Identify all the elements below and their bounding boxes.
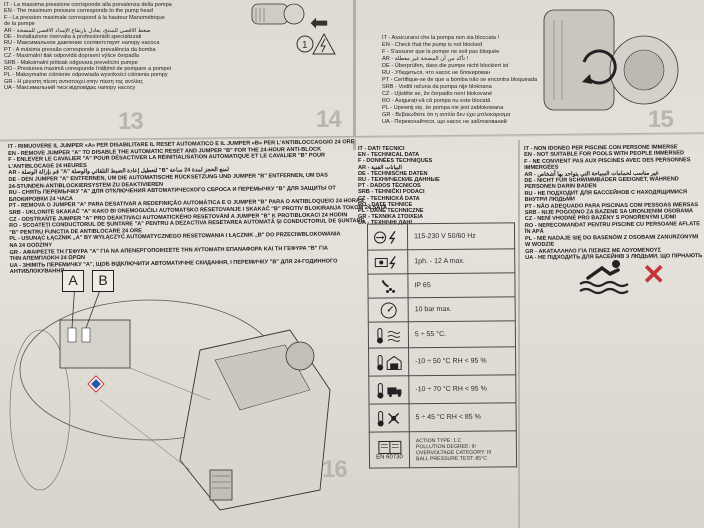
protection-value: IP 65 [407,272,516,298]
text-line: F - DONNÉES TECHNIQUES [358,158,433,165]
text-line: PL - Maksymalne ciśnienie odpowiada wyso… [4,72,168,79]
text-line: SRB - Voditi računa da pumpa nije blokir… [382,84,492,90]
text-line: PT - DADOS TÉCNICOS [358,183,421,190]
ambient-temp-value: -10 ÷ 50 °C RH < 95 % [408,346,516,376]
panel-16-text: IT - RIMUOVERE IL JUMPER «A» PER DISABIL… [8,139,387,276]
pressure-value: 10 bar max. [408,296,516,322]
panel-number: 15 [648,106,674,133]
text-line: GR - Η μέγιστη πίεση αντιστοιχεί στην πί… [4,78,144,85]
text-line: PT - Certifique-se de que a bomba não se… [382,77,538,83]
svg-text:1: 1 [302,40,308,51]
text-line: F - S'assurer que la pompe ne soit pas b… [382,49,500,55]
panel-15: IT - Assicurarsi che la pompa non sia bl… [356,0,704,140]
text-line: IT - DATI TECNICI [358,146,405,152]
action-line: BALL PRESSURE TEST: 85°C [415,455,487,462]
tech-data-table: 115-230 V 50/60 Hz 1ph. - 12 A max. IP 6… [367,222,517,469]
operating-temp-value: 5 ÷ 45 °C RH < 85 % [409,402,517,432]
pool-warning-text: IT - NON IDONEO PER PISCINE CON PERSONE … [524,144,704,261]
text-line: F - La pression maximale correspond à la… [4,14,165,21]
table-row: 1ph. - 12 A max. [367,248,515,275]
text-line: de la pompe [4,21,35,28]
text-line: EN - Check that the pump is not blocked [382,42,483,48]
table-row: -10 ÷ 50 °C RH < 95 % [368,346,516,377]
jumper-label-a: A [62,270,84,292]
text-line: AR - ضغط الأقصى للمنتج، يعادل بارتفاع ال… [4,27,151,34]
transport-temp-value: -10 ÷ 70 °C RH < 95 % [408,374,517,404]
panel-13-text: IT - La massima pressione corrisponde al… [4,2,244,92]
text-line: PL - DANE TECHNICZNE [358,208,424,215]
text-line: DE - TECHNISCHE DATEN [358,170,428,177]
swimmer-icon [579,260,629,295]
text-line: CZ - Ujistěte se, že čerpadlo není bloko… [382,91,493,97]
text-line: AR - تأكد من أن المضخة غير معطلة ! [382,56,469,62]
jumper-diagram: A B 16 [0,260,352,528]
table-row: 5 ÷ 55 °C. [368,320,516,349]
fold-line [518,140,520,528]
text-line: CZ - TECHNICKÁ DATA [358,195,420,202]
transport-truck-icon [376,382,401,399]
text-line: UA - Максимальний тиск відповідає напору… [4,85,136,92]
text-line: RU - Убедиться, что насос не блокирован [382,70,491,76]
text-line: SRB - TEHNIČKI PODACI [358,189,425,196]
text-line: IT - Assicurarsi che la pompa non sia bl… [382,35,500,41]
text-line: PT - A máxima pressão corresponde à prev… [4,46,156,53]
current-value: 1ph. - 12 A max. [407,248,515,274]
fold-line [353,0,356,150]
water-protection-icon [381,279,395,293]
table-row: -10 ÷ 70 °C RH < 95 % [368,374,517,405]
text-line: RO - Asigurați-vă că pompa nu este bloca… [382,98,491,104]
jumper-label-b: B [92,270,114,292]
text-line: UA - ТЕХНІЧНІ ДАНІ [358,220,413,227]
controller-board-illustration [9,281,331,511]
ambient-storage-icon [376,354,402,371]
text-line: RO - Presiunea maximă corespunde înălțim… [4,66,171,73]
text-line: IT - La massima pressione corrisponde al… [4,2,172,8]
panel-number: 14 [316,106,342,133]
panel-number: 13 [118,108,144,135]
pump-rotation-illustration [543,9,679,111]
text-line: SRB - Maksimalni pritisak odgovara preve… [4,59,138,66]
text-line: RO - DATE TEHNICE [358,201,413,208]
text-line: EN - The maximum pressure corresponds to… [4,8,153,15]
standard-label: EN 60730 [376,453,403,461]
panel-number: 16 [322,456,348,483]
text-line: PL - Upewnij się, że pompa nie jest zabl… [382,105,504,111]
text-line: CZ - Maximální tlak odpovídá dopravní vý… [4,53,139,60]
text-line: GR - Βεβαιωθείτε ότι η αντλία δεν έχει μ… [382,112,511,118]
water-temp-value: 5 ÷ 55 °C. [408,320,516,348]
text-line: DE - Installazione riservata a professio… [4,34,142,41]
text-line: GR - ΤΕΧΝΙΚΑ ΣΤΟΙΧΕΙΑ [358,214,424,221]
text-line: UA - Переконайтеся, що насос не заблоков… [382,119,507,125]
panel-13-14: IT - La massima pressione corrisponde al… [0,0,352,138]
power-value: 115-230 V 50/60 Hz [407,222,515,250]
brand-logo-icon [87,375,105,393]
table-row: IP 65 [367,272,516,299]
table-row: 5 ÷ 45 °C RH < 85 % [369,402,517,433]
water-temperature-icon [376,327,400,344]
prohibited-x-icon: ✕ [642,259,666,290]
operating-conditions-icon [377,410,399,427]
motor-current-icon [374,255,396,269]
text-line: RU - Максимальное давление соответствует… [4,40,160,47]
pressure-gauge-icon [380,301,397,318]
text-line: DE - Überprüfen, dass die pumpe nicht bl… [382,63,509,69]
table-row: 115-230 V 50/60 Hz [367,222,515,251]
manual-book-icon [377,440,401,454]
table-row: 10 bar max. [368,296,516,323]
text-line: AR - البيانات الفنية [358,164,402,171]
warning-electric-icon: 1 [296,32,336,55]
text-line: EN - TECHNICAL DATA [358,152,420,159]
text-line: RU - ТЕХНИЧЕСКИЕ ДАННЫЕ [358,177,440,184]
pump-illustration [251,3,305,25]
arrow-left-icon: ⬅ [310,10,329,35]
panel-15-text: IT - Assicurarsi che la pompa non sia bl… [382,35,552,126]
power-supply-icon [373,230,396,244]
